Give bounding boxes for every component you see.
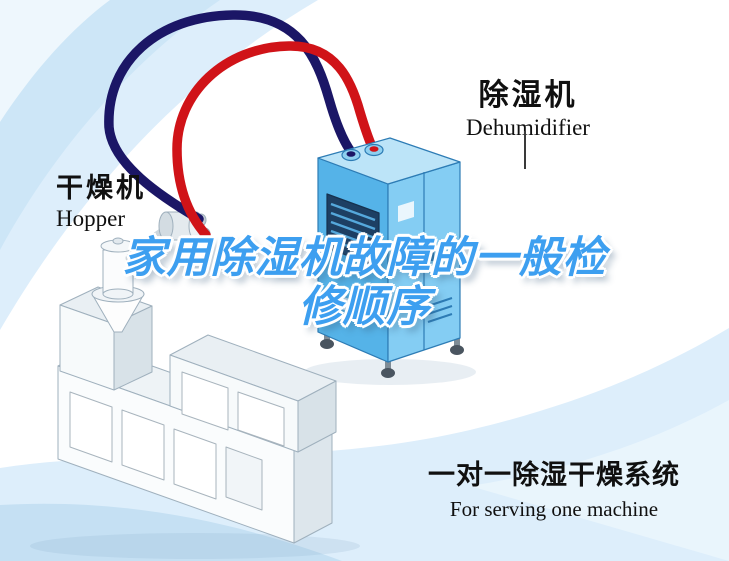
vent-grille <box>326 193 380 268</box>
dehumidifier-label-en: Dehumidifier <box>466 115 590 140</box>
hopper-machine-illustration <box>57 211 337 544</box>
system-label: 一对一除湿干燥系统 For serving one machine <box>404 453 704 522</box>
page-title-line2: 修顺序 <box>298 283 431 332</box>
hopper-label-en: Hopper <box>56 206 125 231</box>
system-label-cn: 一对一除湿干燥系统 <box>428 460 680 490</box>
dehumidifier-label-cn: 除湿机 <box>478 79 578 112</box>
hopper-label: 干燥机 Hopper <box>56 166 176 232</box>
red-hose <box>172 41 379 240</box>
navy-hose <box>104 10 357 224</box>
hopper-funnel <box>91 237 145 333</box>
caster-wheels <box>320 330 464 378</box>
system-label-en: For serving one machine <box>449 497 659 521</box>
dehumidifier-illustration <box>317 137 464 378</box>
hopper-label-cn: 干燥机 <box>56 173 146 203</box>
label-pointer-line <box>524 131 526 169</box>
page-title: 家用除湿机故障的一般检 修顺序 <box>0 234 729 332</box>
dehumidifier-label: 除湿机 Dehumidifier <box>446 70 610 141</box>
page-title-line1: 家用除湿机故障的一般检 <box>122 234 607 282</box>
